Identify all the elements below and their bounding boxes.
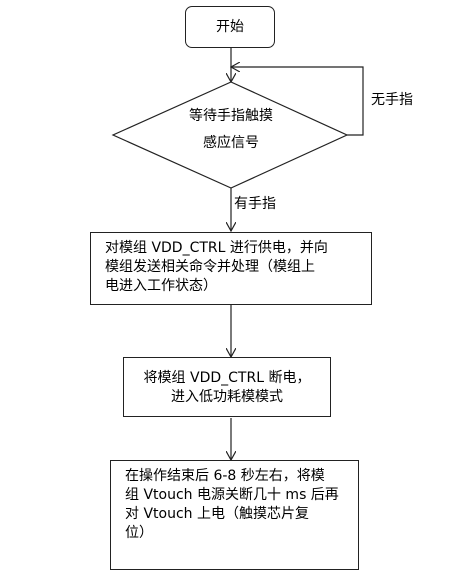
step-power-off: 将模组 VDD_CTRL 断电， 进入低功耗模模式 <box>123 357 331 417</box>
step-reset: 在操作结束后 6-8 秒左右，将模 组 Vtouch 电源关断几十 ms 后再 … <box>110 460 359 570</box>
step1-line-2: 模组发送相关命令并处理（模组上 <box>105 259 315 275</box>
no-finger-label: 无手指 <box>371 92 413 108</box>
decision-line-2: 感应信号 <box>203 135 259 151</box>
start-label: 开始 <box>216 18 244 35</box>
step3-line-1: 在操作结束后 6-8 秒左右，将模 <box>125 468 325 484</box>
step1-line-3: 电进入工作状态） <box>105 278 217 294</box>
step3-line-3: 对 Vtouch 上电（触摸芯片复 <box>125 506 309 522</box>
decision-text: 等待手指触摸 感应信号 <box>161 107 301 153</box>
step2-line-1: 将模组 VDD_CTRL 断电， <box>143 370 311 386</box>
decision-line-1: 等待手指触摸 <box>189 108 273 124</box>
step3-line-4: 位） <box>125 525 153 541</box>
step1-line-1: 对模组 VDD_CTRL 进行供电，并向 <box>105 240 328 256</box>
start-node: 开始 <box>185 6 275 48</box>
step-power-on: 对模组 VDD_CTRL 进行供电，并向 模组发送相关命令并处理（模组上 电进入… <box>90 232 372 305</box>
no-finger-loop <box>231 67 364 136</box>
step2-line-2: 进入低功耗模模式 <box>171 389 283 405</box>
step3-line-2: 组 Vtouch 电源关断几十 ms 后再 <box>125 487 339 503</box>
has-finger-label: 有手指 <box>234 196 276 212</box>
